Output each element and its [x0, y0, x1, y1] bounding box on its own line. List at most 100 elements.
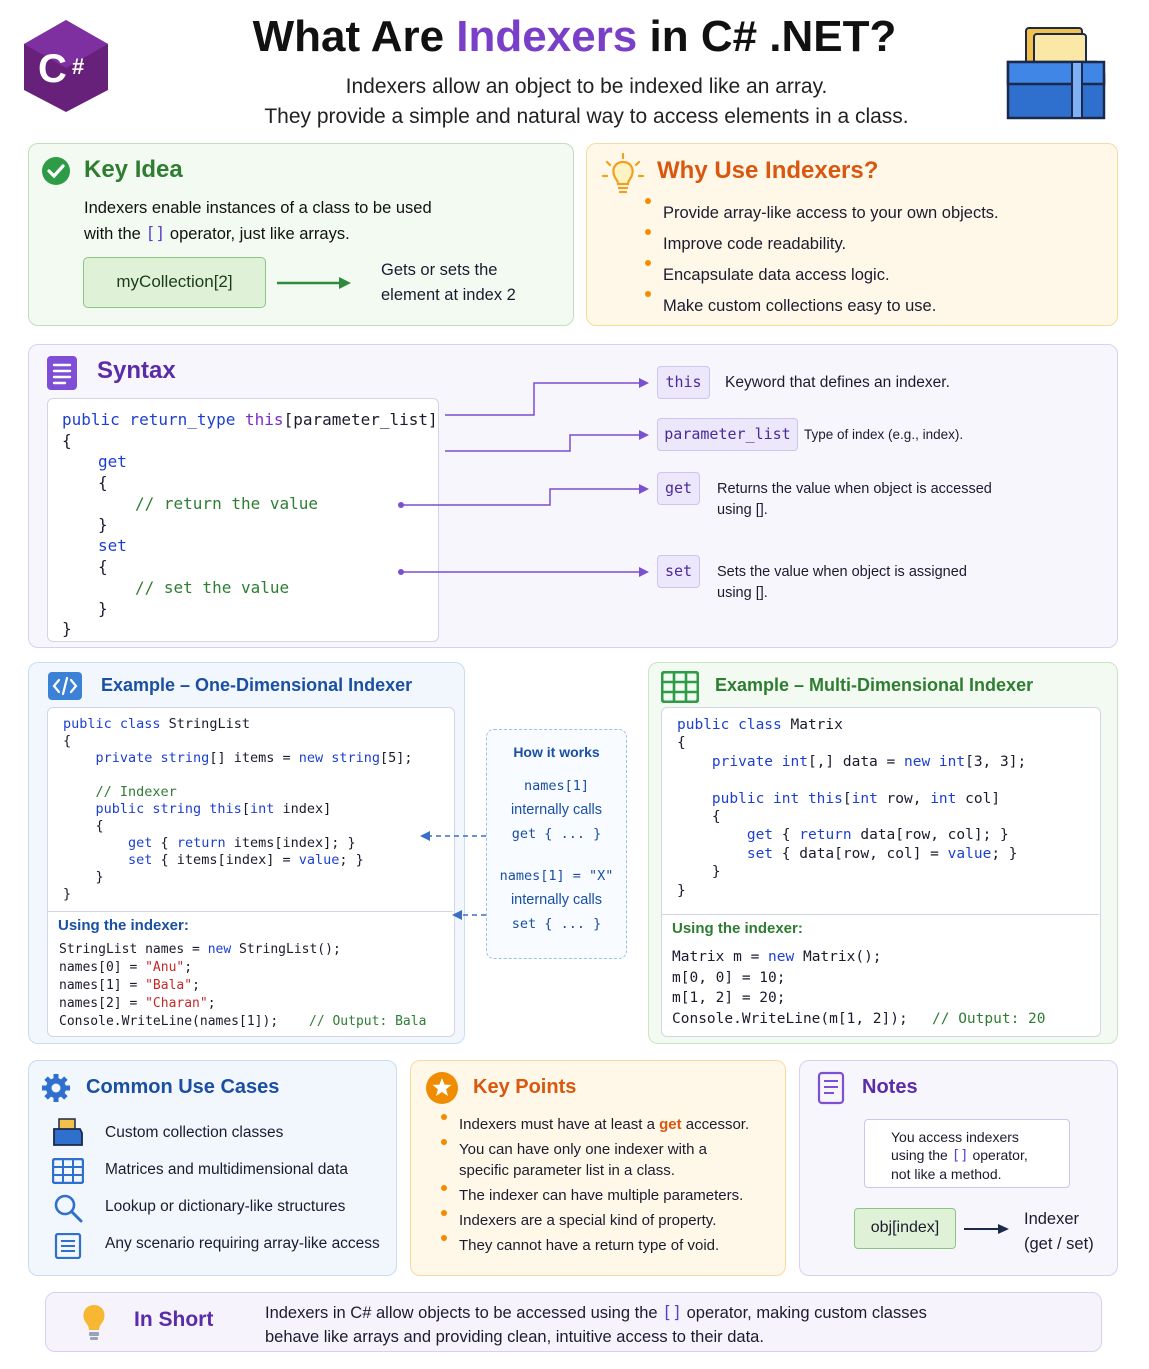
svg-text:#: #	[72, 54, 84, 79]
example-1d-title: Example – One-Dimensional Indexer	[101, 675, 413, 695]
how-l2: internally calls	[510, 802, 603, 818]
result-line-2: element at index 2	[381, 286, 516, 304]
in-short-text-part: Indexers in C# allow objects to be acces…	[265, 1304, 663, 1322]
syntax-line-1: public return_type this[parameter_list]	[62, 409, 438, 430]
csharp-logo: C #	[22, 18, 110, 114]
notes-title: Notes	[862, 1076, 918, 1098]
use-cases-card: Common Use Cases Custom collection class…	[28, 1060, 397, 1276]
key-idea-line-2a: with the	[84, 225, 146, 243]
lightbulb-icon	[601, 152, 645, 196]
set-keyword: set	[98, 536, 127, 555]
using-indexer-label: Using the indexer:	[58, 917, 189, 934]
list-icon	[54, 1232, 82, 1260]
notepad-icon	[816, 1071, 846, 1105]
use-case-item: Lookup or dictionary-like structures	[105, 1198, 346, 1215]
table-icon	[51, 1157, 85, 1185]
key-points-title: Key Points	[473, 1076, 577, 1098]
notes-result-line-1: Indexer	[1024, 1210, 1080, 1228]
notes-line-3: not like a method.	[891, 1166, 1002, 1182]
term-get: get	[657, 472, 700, 505]
example-1d-code: public class StringList { private string…	[63, 716, 413, 902]
key-idea-line-1: Indexers enable instances of a class to …	[84, 199, 432, 217]
syntax-connector-lines	[398, 378, 649, 577]
key-points-list: Indexers must have at least a get access…	[439, 1114, 784, 1256]
key-points-card: Key Points Indexers must have at least a…	[410, 1060, 786, 1276]
syntax-card: Syntax public return_type this[parameter…	[28, 344, 1118, 648]
notes-box: You access indexers using the [] operato…	[864, 1119, 1070, 1188]
key-point-text: specific parameter list in a class.	[459, 1162, 675, 1179]
bracket-operator: []	[951, 1148, 969, 1164]
why-use-title: Why Use Indexers?	[657, 157, 879, 184]
example-md-title: Example – Multi-Dimensional Indexer	[715, 675, 1034, 695]
term-parameter-list: parameter_list	[657, 418, 798, 451]
page-title: What Are Indexers in C# .NET?	[0, 12, 1149, 62]
why-use-card: Why Use Indexers? Provide array-like acc…	[586, 143, 1118, 326]
get-comment: // return the value	[135, 494, 319, 513]
example-md-code-box: public class Matrix { private int[,] dat…	[661, 707, 1101, 1037]
key-point-text: accessor.	[681, 1116, 750, 1133]
brace: {	[62, 431, 72, 450]
set-comment: // set the value	[135, 578, 290, 597]
brace: }	[62, 619, 72, 638]
key-point-item: The indexer can have multiple parameters…	[439, 1185, 784, 1206]
why-use-list: Provide array-like access to your own ob…	[643, 198, 999, 322]
why-use-item: Make custom collections easy to use.	[643, 291, 999, 322]
in-short-text: Indexers in C# allow objects to be acces…	[265, 1301, 927, 1349]
get-highlight: get	[659, 1116, 682, 1133]
example-code-box: myCollection[2]	[83, 257, 266, 308]
star-icon	[425, 1071, 459, 1105]
how-it-works-arrows	[420, 831, 486, 920]
get-desc-line-1: Returns the value when object is accesse…	[717, 481, 992, 497]
set-desc-line-2: using [].	[717, 585, 768, 601]
get-desc-line-2: using [].	[717, 502, 768, 518]
why-use-item: Improve code readability.	[643, 229, 999, 260]
box-icon	[51, 1117, 85, 1147]
example-1d-usage-code: StringList names = new StringList(); nam…	[59, 942, 341, 1029]
code-icon	[47, 671, 83, 701]
return-type-token: return_type	[119, 410, 246, 429]
term-set: set	[657, 555, 700, 588]
key-point-item: They cannot have a return type of void.	[439, 1235, 784, 1256]
notes-line-2: using the [] operator,	[891, 1146, 1069, 1165]
use-cases-title: Common Use Cases	[86, 1076, 280, 1098]
why-use-item: Encapsulate data access logic.	[643, 260, 999, 291]
this-keyword: this	[245, 410, 284, 429]
use-case-item: Any scenario requiring array-like access	[105, 1235, 380, 1252]
right-arrow-icon	[275, 274, 353, 292]
term-this-desc: Keyword that defines an indexer.	[725, 374, 950, 391]
example-md-code: public class Matrix { private int[,] dat…	[677, 717, 1027, 899]
check-icon	[41, 156, 71, 186]
term-set-desc: Sets the value when object is assigned u…	[717, 562, 967, 604]
notes-result-line-2: (get / set)	[1024, 1235, 1094, 1253]
how-l1: names[1]	[523, 778, 590, 794]
output-comment: // Output: 20	[932, 1011, 1046, 1027]
parameter-list-token: [parameter_list]	[283, 410, 438, 429]
brace: }	[98, 515, 108, 534]
key-point-text: Indexers must have at least a	[459, 1116, 660, 1133]
brace: }	[98, 599, 108, 618]
set-desc-line-1: Sets the value when object is assigned	[717, 564, 967, 580]
why-use-item: Provide array-like access to your own ob…	[643, 198, 999, 229]
output-comment: // Output: Bala	[309, 1014, 427, 1029]
right-arrow-icon	[962, 1221, 1012, 1237]
public-keyword: public	[62, 410, 120, 429]
grid-icon	[660, 670, 700, 704]
in-short-card: In Short Indexers in C# allow objects to…	[45, 1292, 1102, 1352]
brace: {	[98, 473, 108, 492]
key-idea-title: Key Idea	[84, 156, 183, 183]
key-idea-text: Indexers enable instances of a class to …	[84, 196, 432, 247]
term-get-desc: Returns the value when object is accesse…	[717, 479, 992, 521]
document-icon	[45, 355, 79, 391]
notes-result: Indexer (get / set)	[1024, 1207, 1094, 1257]
in-short-text-part: operator, making custom classes	[682, 1304, 927, 1322]
subtitle-line-1: Indexers allow an object to be indexed l…	[345, 75, 828, 98]
example-1d-card: Example – One-Dimensional Indexer public…	[28, 662, 465, 1044]
how-it-works-title: How it works	[513, 744, 600, 760]
notes-card: Notes You access indexers using the [] o…	[799, 1060, 1118, 1276]
key-idea-card: Key Idea Indexers enable instances of a …	[28, 143, 574, 326]
term-parameter-list-desc: Type of index (e.g., index).	[804, 427, 964, 442]
how-l6: set { ... }	[511, 916, 602, 932]
bracket-operator: []	[145, 224, 166, 243]
bracket-operator: []	[662, 1303, 683, 1322]
